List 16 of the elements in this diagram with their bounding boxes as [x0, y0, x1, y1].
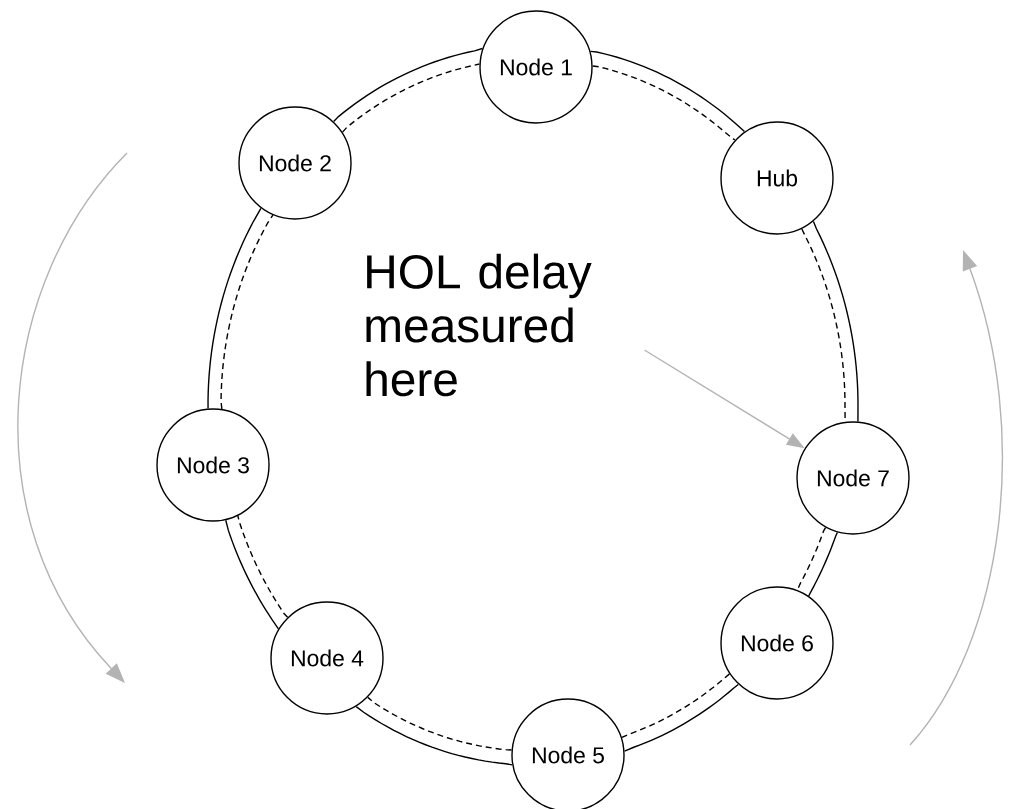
ring-line: [333, 47, 484, 123]
ring-line: [623, 683, 740, 752]
ring-line: [621, 673, 731, 739]
annotation-text: HOL delay measured here: [366, 253, 592, 397]
ring-line: [589, 50, 746, 133]
ring-line: [220, 214, 274, 410]
ring-line: [367, 696, 513, 751]
ring-line: [812, 220, 859, 423]
ring-line: [808, 531, 839, 597]
ring-line: [592, 65, 736, 141]
ring-line: [796, 526, 827, 591]
ring-line: [355, 705, 513, 766]
ring-line: [341, 63, 481, 133]
ring-line: [237, 515, 289, 618]
ring-line: [225, 519, 280, 630]
ring-line: [207, 207, 262, 410]
